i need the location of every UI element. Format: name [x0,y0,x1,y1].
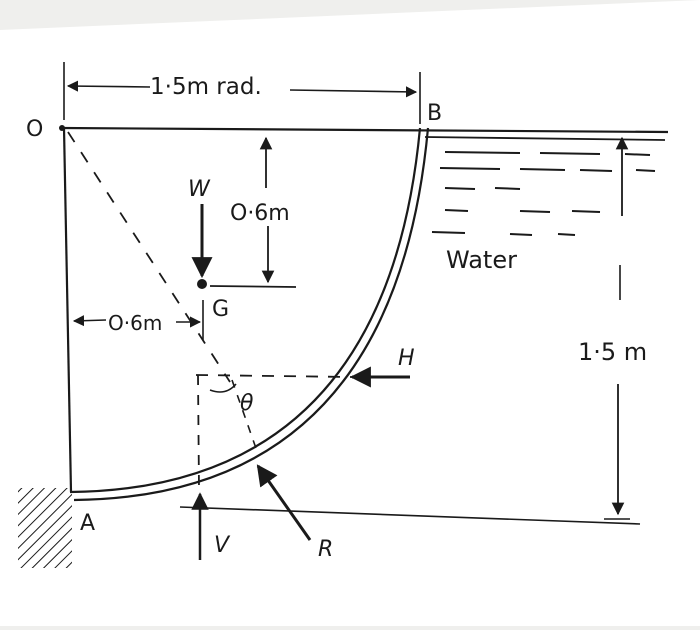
label-water: Water [446,246,517,274]
water-surface-line [61,126,669,134]
water-depth-label: 1·5 m [578,338,647,366]
g-offset-label: O·6m [108,311,162,335]
label-theta: θ [240,391,254,416]
dashed-h-line [195,374,353,378]
curved-gate-inner [73,127,430,502]
g-offset-dim-left [72,315,107,327]
label-a: A [80,511,95,536]
curved-gate-outer [69,127,422,494]
centroid-g-dot [197,279,207,289]
r-force-arrow [256,464,312,541]
g-depth-label: O·6m [230,201,290,226]
dashed-radius-line [67,131,231,383]
dashed-r-line [231,379,259,455]
point-o-dot [59,125,65,131]
label-r: R [318,537,333,562]
ground-hatch [18,488,72,568]
label-o: O [26,117,43,142]
radius-dimension-label: 1·5m rad. [150,74,262,100]
wall-oa [62,127,73,493]
radius-dim-left [66,80,151,92]
bottom-level-line [179,506,641,525]
label-g: G [212,297,229,322]
label-v: V [214,533,231,558]
g-level-line [209,285,297,288]
radius-dim-right [289,86,418,98]
label-w: W [188,177,211,202]
angle-arc [209,383,237,393]
label-h: H [398,346,415,371]
water-dashes [431,151,656,236]
label-b: B [427,101,442,126]
